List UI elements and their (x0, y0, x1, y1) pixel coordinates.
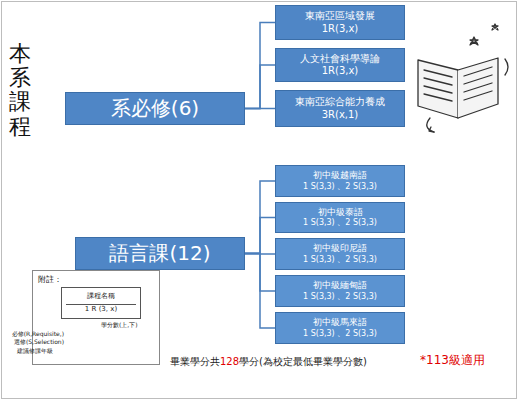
box-detail: 1 S(3,3) 、2 S(3,3) (303, 218, 377, 228)
language-box: 初中級馬來語1 S(3,3) 、2 S(3,3) (275, 312, 405, 344)
box-title: 初中級泰語 (318, 207, 363, 218)
graduation-credits: 128 (220, 356, 239, 367)
box-title: 課程名稱 (66, 292, 136, 305)
note-annotation: 必修(R,Requisite,) (12, 330, 64, 339)
language-box: 初中級泰語1 S(3,3) 、2 S(3,3) (275, 202, 405, 233)
box-title: 語言課(12) (109, 241, 210, 266)
box-detail: 1 R (3, x) (66, 305, 136, 314)
tree-connector (245, 181, 275, 254)
box-title: 東南亞綜合能力養成 (295, 96, 385, 109)
box-title: 初中級印尼語 (313, 243, 367, 254)
note-annotation: 學分數(上,下) (101, 321, 138, 330)
tree-connector (245, 23, 275, 109)
box-title: 初中級馬來語 (313, 317, 367, 328)
course-box: 東南亞綜合能力養成3R(x,1) (275, 90, 405, 127)
language-box: 初中級越南語1 S(3,3) 、2 S(3,3) (275, 165, 405, 197)
book-doodle (418, 24, 508, 132)
note-annotation: 選修(S,Selection) (14, 338, 64, 347)
graduation-line: 畢業學分共128學分(為校定最低畢業學分數) (170, 355, 367, 369)
sample-box: 課程名稱1 R (3, x) (61, 287, 141, 319)
tree-connector (245, 108, 275, 110)
box-detail: 1 S(3,3) 、2 S(3,3) (303, 329, 377, 339)
graduation-note: 學分(為校定最低畢業學分數) (239, 356, 367, 367)
language-box: 初中級緬甸語1 S(3,3) 、2 S(3,3) (275, 275, 405, 307)
box-detail: 1R(3,x) (322, 23, 359, 36)
box-detail: 1 S(3,3) 、2 S(3,3) (303, 292, 377, 302)
box-detail: 1 S(3,3) 、2 S(3,3) (303, 255, 377, 265)
box-title: 東南亞區域發展 (305, 10, 375, 23)
category-box: 系必修(6) (65, 92, 245, 125)
note-annotation: 建議修課年級 (17, 347, 53, 356)
category-box: 語言課(12) (75, 237, 245, 270)
tree-connector (245, 254, 275, 329)
box-detail: 1 S(3,3) 、2 S(3,3) (303, 182, 377, 192)
tree-connector (245, 65, 275, 109)
slide-title: 本系課程 (9, 42, 31, 139)
box-title: 附註： (38, 275, 62, 285)
box-title: 人文社會科學導論 (300, 53, 380, 66)
box-detail: 1R(3,x) (322, 65, 359, 78)
box-title: 初中級越南語 (313, 170, 367, 181)
course-box: 東南亞區域發展1R(3,x) (275, 5, 405, 40)
course-box: 人文社會科學導論1R(3,x) (275, 48, 405, 82)
box-detail: 3R(x,1) (322, 109, 359, 122)
box-title: 系必修(6) (111, 96, 199, 121)
graduation-note: 畢業學分共 (170, 356, 220, 367)
language-box: 初中級印尼語1 S(3,3) 、2 S(3,3) (275, 238, 405, 270)
box-title: 初中級緬甸語 (313, 280, 367, 291)
tree-connector (245, 218, 275, 254)
applicable-cohort: *113級適用 (420, 352, 485, 369)
